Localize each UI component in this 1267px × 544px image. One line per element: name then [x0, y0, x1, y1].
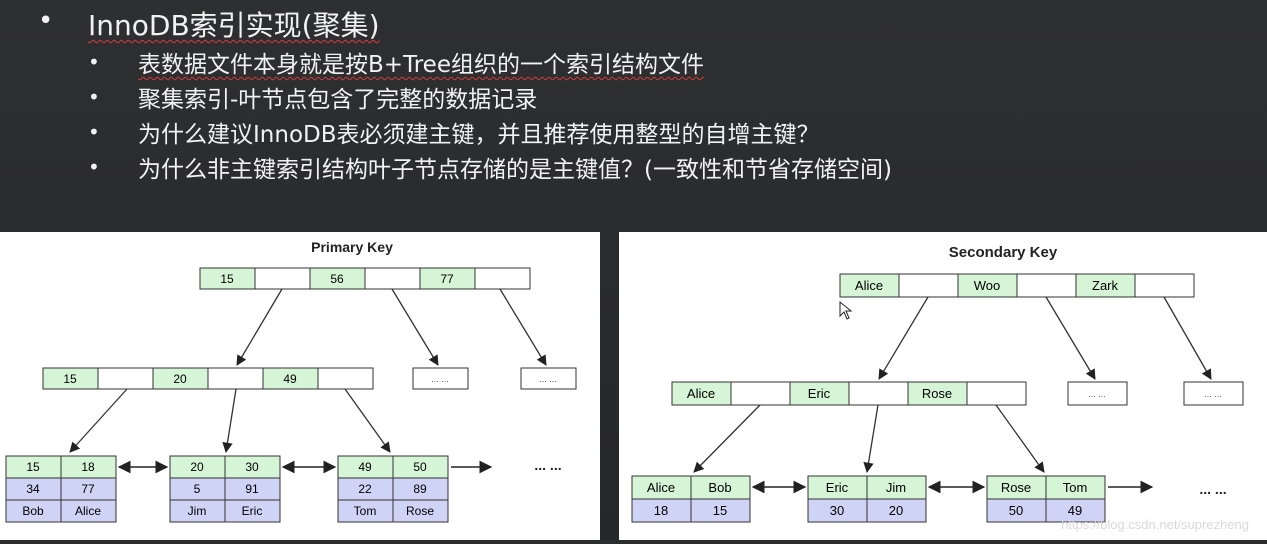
leaf-value: Bob [22, 504, 44, 518]
node-key: 49 [283, 372, 297, 386]
placeholder-node: ... ... [1183, 381, 1244, 406]
leaf-value: 89 [413, 482, 427, 496]
leaf-value: 20 [889, 503, 903, 518]
root-node: Alice Woo Zark [839, 273, 1195, 298]
tree-edges [69, 288, 547, 454]
leaf-node: 49 50 22 89 Tom Rose [337, 455, 449, 523]
leaf-value: 91 [245, 482, 259, 496]
internal-node: Alice Eric Rose [671, 381, 1027, 406]
placeholder-node: ... ... [412, 367, 469, 390]
primary-key-panel: Primary Key 15 56 77 15 20 49 [0, 232, 600, 540]
more-leaves-ellipsis: ... ... [1199, 481, 1226, 497]
watermark-url: https://blog.csdn.net/suprezheng [1061, 517, 1249, 532]
bullet-dot: • [88, 50, 100, 74]
leaf-key: 50 [413, 460, 427, 474]
bullet-item-4: 为什么非主键索引结构叶子节点存储的是主键值？(一致性和节省存储空间) [138, 157, 892, 183]
node-key: 56 [330, 272, 344, 286]
leaf-key: Tom [1063, 480, 1088, 495]
bullet-dot: • [88, 155, 100, 179]
leaf-value: Eric [242, 504, 263, 518]
diagram-title: Secondary Key [949, 244, 1058, 261]
leaf-key: Jim [886, 480, 906, 495]
diagram-title: Primary Key [311, 239, 393, 255]
node-key: Alice [687, 386, 715, 401]
internal-node: 15 20 49 [42, 367, 374, 390]
leaf-node: 20 30 5 91 Jim Eric [169, 455, 281, 523]
svg-text:... ...: ... ... [539, 374, 557, 384]
leaf-value: Rose [406, 504, 434, 518]
node-key: Zark [1092, 278, 1119, 293]
placeholder-node: ... ... [520, 367, 577, 390]
leaf-key: Bob [708, 480, 731, 495]
leaf-value: Tom [354, 504, 377, 518]
tree-edges [693, 296, 1212, 474]
leaf-value: 50 [1009, 503, 1023, 518]
leaf-value: Alice [75, 504, 101, 518]
leaf-key: 20 [190, 460, 204, 474]
leaf-value: 18 [654, 503, 668, 518]
leaf-value: 30 [830, 503, 844, 518]
leaf-value: Jim [188, 504, 207, 518]
secondary-key-diagram: Secondary Key Alice Woo Zark Alice Eric … [631, 244, 1244, 523]
bullet-item-1: 表数据文件本身就是按B+Tree组织的一个索引结构文件 [138, 52, 704, 78]
bullet-dot: • [38, 6, 54, 36]
leaf-node: Eric Jim 30 20 [807, 475, 927, 523]
slide-title: InnoDB索引实现(聚集) [88, 9, 380, 42]
secondary-key-panel: Secondary Key Alice Woo Zark Alice Eric … [619, 232, 1267, 540]
node-key: 15 [63, 372, 77, 386]
leaf-key: 18 [81, 460, 95, 474]
leaf-node: 15 18 34 77 Bob Alice [5, 455, 117, 523]
leaf-key: Alice [647, 480, 675, 495]
placeholder-node: ... ... [1067, 381, 1128, 406]
leaf-value: 15 [713, 503, 727, 518]
bullet-item-2: 聚集索引-叶节点包含了完整的数据记录 [138, 87, 538, 113]
node-key: Alice [855, 278, 883, 293]
primary-key-diagram: Primary Key 15 56 77 15 20 49 [5, 239, 577, 523]
svg-text:... ...: ... ... [431, 374, 449, 384]
bullet-item-3: 为什么建议InnoDB表必须建主键，并且推荐使用整型的自增主键？ [138, 122, 820, 148]
leaf-key: Rose [1001, 480, 1031, 495]
leaf-value: 34 [26, 482, 40, 496]
leaf-key: 30 [245, 460, 259, 474]
mouse-cursor-icon [839, 300, 853, 320]
leaf-key: 15 [26, 460, 40, 474]
more-leaves-ellipsis: ... ... [534, 457, 561, 473]
svg-text:... ...: ... ... [1088, 389, 1106, 399]
leaf-key: 49 [358, 460, 372, 474]
node-key: 77 [440, 272, 454, 286]
leaf-value: 49 [1068, 503, 1082, 518]
leaf-node: Alice Bob 18 15 [631, 475, 751, 523]
root-node: 15 56 77 [199, 267, 531, 290]
svg-text:... ...: ... ... [1204, 389, 1222, 399]
node-key: Woo [974, 278, 1001, 293]
bullet-dot: • [88, 85, 100, 109]
node-key: 20 [173, 372, 187, 386]
leaf-value: 77 [81, 482, 95, 496]
leaf-key: Eric [826, 480, 849, 495]
node-key: Eric [808, 386, 831, 401]
bullet-dot: • [88, 120, 100, 144]
node-key: Rose [922, 386, 952, 401]
leaf-value: 5 [194, 482, 201, 496]
leaf-value: 22 [358, 482, 372, 496]
node-key: 15 [220, 272, 234, 286]
leaf-node: Rose Tom 50 49 [986, 475, 1106, 523]
